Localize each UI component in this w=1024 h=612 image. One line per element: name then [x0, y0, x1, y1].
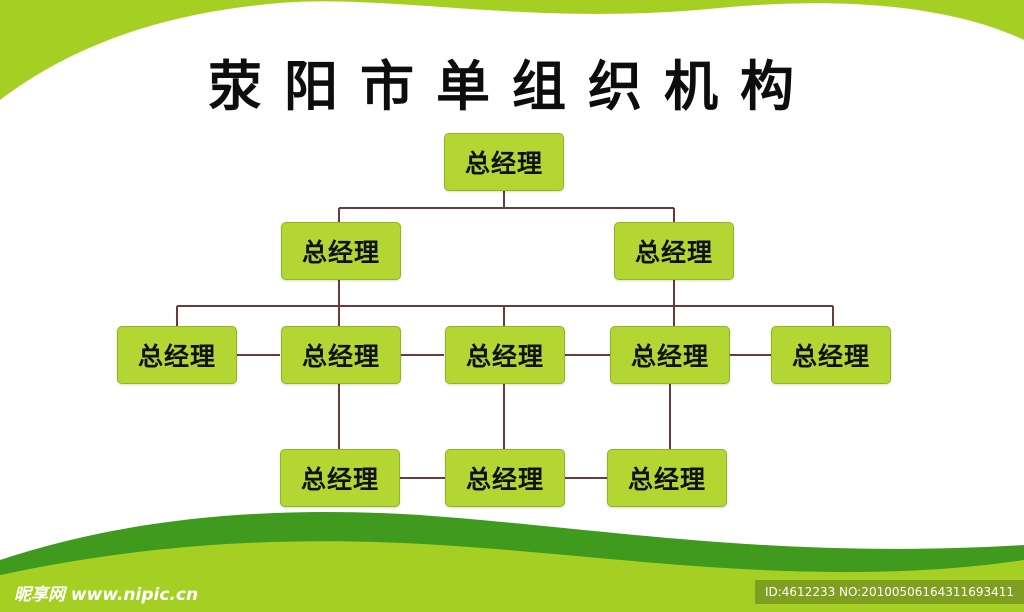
bottom-wave-light: [0, 541, 1024, 612]
org-node-level3-3[interactable]: 总经理: [445, 326, 565, 384]
org-node-level3-5[interactable]: 总经理: [771, 326, 891, 384]
page-title: 荥阳市单组织机构: [208, 55, 816, 118]
top-wave: [0, 0, 1024, 100]
org-node-level3-2[interactable]: 总经理: [281, 326, 401, 384]
org-node-level3-1[interactable]: 总经理: [117, 326, 237, 384]
org-node-level3-4[interactable]: 总经理: [610, 326, 730, 384]
top-wave-highlight: [0, 1, 1024, 108]
org-node-level2-left[interactable]: 总经理: [281, 222, 401, 280]
watermark-id: ID:4612233 NO:20100506164311693411: [754, 580, 1024, 604]
org-node-level4-1[interactable]: 总经理: [280, 449, 400, 507]
connector-lines: [176, 190, 834, 479]
org-node-level2-right[interactable]: 总经理: [614, 222, 734, 280]
watermark-site: 昵享网 www.nipic.cn: [14, 585, 199, 605]
org-node-root[interactable]: 总经理: [444, 133, 564, 191]
org-node-level4-3[interactable]: 总经理: [607, 449, 727, 507]
org-node-level4-2[interactable]: 总经理: [445, 449, 565, 507]
